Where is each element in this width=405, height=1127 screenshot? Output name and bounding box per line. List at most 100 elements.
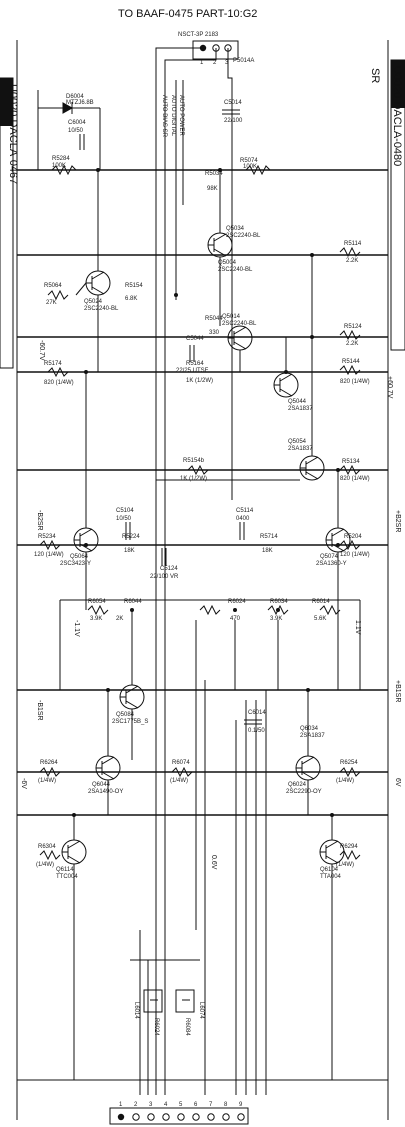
svg-text:820 (1/4W): 820 (1/4W) [340,476,370,482]
svg-text:C6004: C6004 [68,120,86,126]
svg-text:Q5064: Q5064 [70,554,89,560]
svg-text:2SA1837: 2SA1837 [288,406,313,412]
svg-text:R6074: R6074 [172,760,190,766]
svg-text:820 (1/4W): 820 (1/4W) [44,380,74,386]
svg-text:R5234: R5234 [38,534,56,540]
svg-text:R5284: R5284 [52,156,70,162]
rail-label-1p1v: 1.1V [354,620,361,635]
svg-text:0400: 0400 [236,516,250,522]
svg-text:TTA004: TTA004 [320,874,342,880]
top-connector: 1 2 3 [192,40,239,66]
svg-text:18K: 18K [262,548,273,554]
rail-label-neg60: -60.7V [38,340,45,361]
svg-text:R5714: R5714 [260,534,278,540]
rail-label-neg1p1v: -1.1V [73,620,80,637]
svg-text:3.9K: 3.9K [90,616,102,622]
svg-text:2.2K: 2.2K [346,258,358,264]
capacitor-marks [79,109,262,725]
svg-text:100K: 100K [243,164,257,170]
top-connector-label: NSCT-3P 2183 [178,32,219,38]
svg-text:TTC004: TTC004 [56,874,78,880]
svg-text:120 (1/4W): 120 (1/4W) [340,552,370,558]
svg-text:L6014: L6014 [133,1002,139,1019]
svg-text:R5174: R5174 [44,361,62,367]
rail-label-pos60: +60.7V [386,376,393,399]
svg-text:R5034: R5034 [205,171,223,177]
svg-text:Q6024: Q6024 [288,782,307,788]
left-badge-text: U0020 DACLA-0467 [7,84,19,184]
rail-label-b1sr-neg: -B1SR [36,700,43,721]
svg-text:27K: 27K [46,300,57,306]
svg-text:(1/4W): (1/4W) [38,778,56,784]
svg-text:2SA1360-Y: 2SA1360-Y [316,561,347,567]
rail-label-neg6v: -6V [20,778,27,789]
bottom-parts [143,989,195,1013]
resistor-marks [39,164,361,861]
svg-text:R6294: R6294 [340,844,358,850]
frame-lines [16,40,389,1120]
right-badge: U0020 DACLA-0480 [390,59,405,351]
svg-text:8: 8 [224,1102,228,1108]
svg-text:1K (1/2W): 1K (1/2W) [180,476,207,482]
note-auto-bias: AUTO BIAS SR [161,95,167,138]
svg-text:R6084: R6084 [184,1018,190,1036]
svg-text:0.1/50: 0.1/50 [248,728,265,734]
svg-text:C5044: C5044 [186,336,204,342]
svg-text:R5124: R5124 [344,324,362,330]
svg-text:2SC2240-BL: 2SC2240-BL [222,321,257,327]
svg-text:2SC2290-OY: 2SC2290-OY [286,789,322,795]
svg-text:Q5014: Q5014 [222,314,241,320]
channel-label: SR [369,68,381,83]
svg-text:R6254: R6254 [340,760,358,766]
svg-text:R6024: R6024 [228,599,246,605]
svg-text:2SA1490-OY: 2SA1490-OY [88,789,123,795]
svg-text:R5204: R5204 [344,534,362,540]
svg-text:R6044: R6044 [124,599,142,605]
svg-text:4: 4 [164,1102,168,1108]
left-badge: U0020 DACLA-0467 [0,77,19,369]
svg-text:10/50: 10/50 [68,128,84,134]
svg-text:470: 470 [230,616,241,622]
svg-text:Q5084: Q5084 [116,712,135,718]
svg-text:2SA1837: 2SA1837 [288,446,313,452]
svg-text:120 (1/4W): 120 (1/4W) [34,552,64,558]
rail-label-b2sr-pos: +B2SR [394,510,401,532]
svg-text:(1/4W): (1/4W) [36,862,54,868]
svg-text:2K: 2K [116,616,123,622]
svg-text:7: 7 [209,1102,213,1108]
svg-text:R6264: R6264 [40,760,58,766]
svg-text:5.6K: 5.6K [314,616,326,622]
svg-text:10/50: 10/50 [116,516,132,522]
svg-text:R6024: R6024 [153,1018,159,1036]
svg-text:22/25 UTSF: 22/25 UTSF [176,368,209,374]
svg-text:2SA1837: 2SA1837 [300,733,325,739]
rails [17,169,388,816]
svg-text:Q6104: Q6104 [320,867,339,873]
svg-text:Q5024: Q5024 [84,299,103,305]
svg-text:Q6034: Q6034 [300,726,319,732]
svg-text:(1/4W): (1/4W) [336,862,354,868]
svg-text:22/100 VR: 22/100 VR [150,574,179,580]
top-pin-1: 1 [200,60,204,66]
svg-text:Q5054: Q5054 [288,439,307,445]
svg-text:R5134: R5134 [342,459,360,465]
svg-text:R5144: R5144 [342,359,360,365]
svg-text:1K (1/2W): 1K (1/2W) [186,378,213,384]
svg-text:Q6114: Q6114 [56,867,74,873]
zener-diode-d6004: D6004 MTZJ6.8B [37,90,101,170]
note-auto-power: AUTO POWER [178,95,184,137]
svg-text:MTZJ6.8B: MTZJ6.8B [66,100,94,106]
svg-text:R5154b: R5154b [183,458,205,464]
rail-label-6v: 6V [394,778,401,787]
svg-text:R5164: R5164 [186,361,204,367]
svg-text:330: 330 [209,330,220,336]
svg-text:C5124: C5124 [160,566,178,572]
top-pin-2: 2 [213,60,217,66]
svg-text:R5074: R5074 [240,158,258,164]
svg-text:100K: 100K [52,163,66,169]
svg-text:1: 1 [119,1102,123,1108]
svg-text:L6074: L6074 [198,1002,204,1019]
svg-text:R6014: R6014 [312,599,330,605]
svg-text:C6014: C6014 [248,710,266,716]
